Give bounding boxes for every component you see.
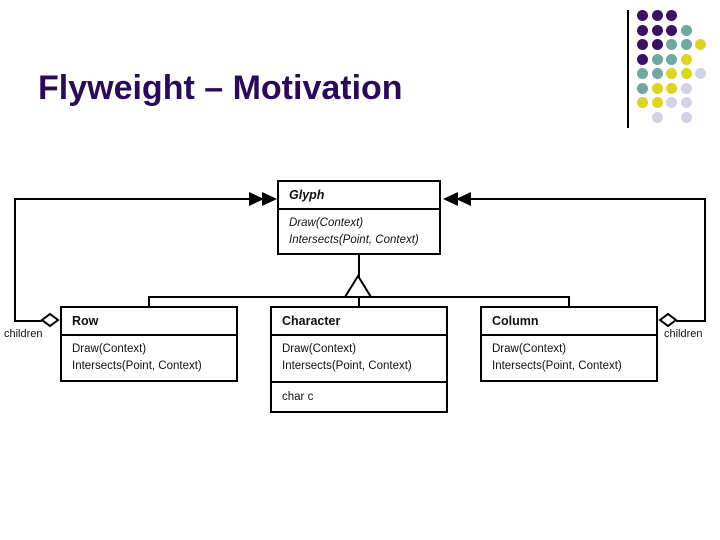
decor-dot — [680, 97, 692, 108]
aggregation-line-right-down — [704, 198, 706, 322]
decor-dot — [637, 68, 648, 79]
attribute-item: char c — [282, 391, 314, 403]
aggregation-line-right-into-column — [676, 320, 704, 322]
decor-dot — [666, 39, 677, 50]
arrowhead-left-icon — [249, 192, 277, 206]
uml-class-character-operations: Draw(Context) Intersects(Point, Context) — [272, 334, 446, 381]
uml-class-glyph-operations: Draw(Context) Intersects(Point, Context) — [279, 208, 439, 255]
uml-class-column-operations: Draw(Context) Intersects(Point, Context) — [482, 334, 656, 381]
generalization-drop-column — [568, 296, 570, 306]
operation-item: Intersects(Point, Context) — [72, 360, 202, 372]
decor-dot — [651, 68, 663, 79]
aggregation-line-left-down — [14, 198, 16, 322]
decor-dot — [651, 97, 663, 108]
decor-dot — [637, 53, 648, 65]
aggregation-line-left-top — [14, 198, 262, 200]
uml-class-glyph-name: Glyph — [289, 188, 325, 202]
decor-dot — [695, 39, 706, 50]
uml-class-character-attributes: char c — [272, 381, 446, 413]
operation-item: Draw(Context) — [72, 343, 147, 355]
decor-dot — [666, 24, 677, 36]
aggregation-diamond-left-icon — [40, 312, 60, 328]
decor-dot — [680, 39, 692, 50]
decor-dot — [666, 53, 677, 65]
decor-dot — [680, 68, 692, 79]
decor-dot — [637, 39, 648, 50]
generalization-stem — [358, 255, 360, 280]
page-title: Flyweight – Motivation — [38, 69, 403, 107]
decor-dot — [651, 53, 663, 65]
decor-dot — [637, 24, 648, 36]
decor-dot — [666, 97, 677, 108]
generalization-triangle-icon — [343, 274, 373, 298]
decor-dot — [651, 24, 663, 36]
decor-dot — [637, 97, 648, 108]
uml-class-column-name: Column — [492, 314, 539, 328]
dot-grid-decoration — [615, 0, 720, 140]
uml-class-row-operations: Draw(Context) Intersects(Point, Context) — [62, 334, 236, 381]
decor-dot — [680, 24, 692, 36]
aggregation-diamond-right-icon — [658, 312, 678, 328]
arrowhead-right-icon — [443, 192, 471, 206]
decor-dot — [666, 10, 677, 21]
aggregation-line-right-top — [458, 198, 706, 200]
uml-class-row[interactable]: Row Draw(Context) Intersects(Point, Cont… — [60, 306, 238, 382]
operation-item: Draw(Context) — [289, 217, 364, 229]
decor-dot — [637, 10, 648, 21]
decor-dot — [651, 10, 663, 21]
uml-class-column[interactable]: Column Draw(Context) Intersects(Point, C… — [480, 306, 658, 382]
decor-dot — [651, 39, 663, 50]
operation-item: Draw(Context) — [282, 343, 357, 355]
operation-item: Draw(Context) — [492, 343, 567, 355]
decor-dot — [651, 82, 663, 94]
decor-dot — [666, 82, 677, 94]
association-label-children-left: children — [4, 328, 43, 340]
operation-item: Intersects(Point, Context) — [492, 360, 622, 372]
generalization-drop-row — [148, 296, 150, 306]
decor-dot — [680, 53, 692, 65]
uml-class-character-name: Character — [282, 314, 341, 328]
operation-item: Intersects(Point, Context) — [289, 234, 419, 246]
decor-dot — [651, 111, 663, 123]
uml-class-glyph[interactable]: Glyph Draw(Context) Intersects(Point, Co… — [277, 180, 441, 255]
uml-class-character[interactable]: Character Draw(Context) Intersects(Point… — [270, 306, 448, 413]
vertical-rule-divider — [627, 10, 629, 128]
decor-dot — [637, 82, 648, 94]
uml-class-row-name: Row — [72, 314, 99, 328]
association-label-children-right: children — [664, 328, 703, 340]
decor-dot — [695, 68, 706, 79]
decor-dot — [680, 82, 692, 94]
decor-dot — [680, 111, 692, 123]
decor-dot — [666, 68, 677, 79]
operation-item: Intersects(Point, Context) — [282, 360, 412, 372]
aggregation-line-left-into-row — [14, 320, 42, 322]
